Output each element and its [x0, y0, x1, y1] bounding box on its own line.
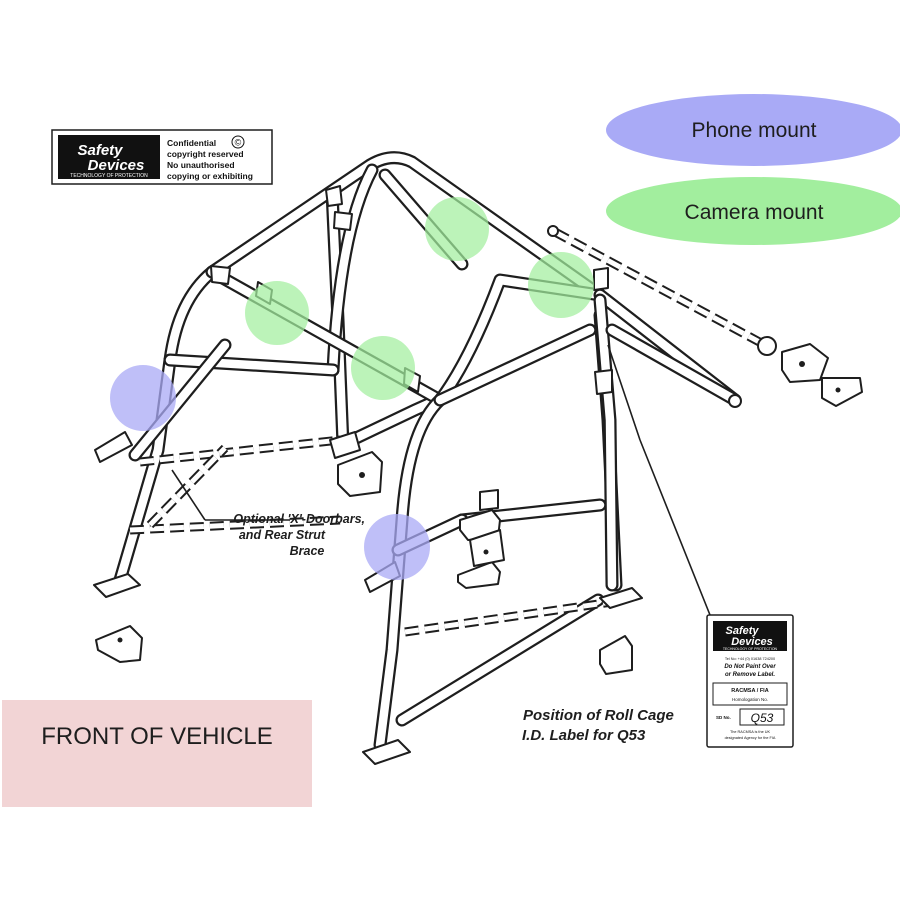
notice-line2: copyright reserved	[167, 149, 244, 159]
roll-cage-id-label: Safety Devices TECHNOLOGY OF PROTECTION …	[706, 614, 794, 748]
phone-mount-markers	[110, 365, 430, 580]
doorbars-line1: Optional 'X'-Doorbars,	[233, 512, 365, 526]
id-tel: Tel No: +44 (0) 01638 724200	[725, 657, 775, 661]
id-sd-ref: SD No.	[716, 715, 731, 720]
camera-mount-legend-swatch	[606, 177, 900, 245]
camera-mount-marker	[245, 281, 309, 345]
copyright-label: Safety Devices TECHNOLOGY OF PROTECTION …	[51, 129, 273, 185]
camera-mount-marker	[351, 336, 415, 400]
id-brand-tagline: TECHNOLOGY OF PROTECTION	[723, 647, 778, 651]
position-line1: Position of Roll Cage	[523, 707, 674, 724]
doorbars-line3: Brace	[290, 544, 325, 558]
id-label-leader	[639, 439, 713, 621]
id-footer-line2: designated Agency for the FIA	[725, 736, 776, 740]
front-of-vehicle-text: FRONT OF VEHICLE	[41, 723, 273, 750]
phone-mount-marker	[364, 514, 430, 580]
doorbars-leader	[171, 469, 206, 521]
position-line2: I.D. Label for Q53	[522, 727, 646, 744]
notice-line1: Confidential	[167, 138, 216, 148]
copyright-mark: ©	[235, 138, 242, 148]
doorbars-annotation: Optional 'X'-Doorbars, and Rear Strut Br…	[233, 512, 365, 558]
id-footer-line1: The RACMSA is the UK	[730, 730, 771, 734]
id-brand-line1: Safety	[725, 625, 759, 637]
copyright-icon	[231, 135, 245, 149]
camera-mount-marker	[528, 252, 594, 318]
legend: Phone mount Camera mount	[606, 94, 900, 245]
camera-mount-markers	[245, 197, 594, 400]
id-warning-line1: Do Not Paint Over	[724, 664, 776, 670]
id-warning-line2: or Remove Label.	[725, 672, 775, 678]
notice-line3: No unauthorised	[167, 160, 235, 170]
brand-line1: Safety	[77, 142, 123, 159]
id-code: Q53	[751, 711, 774, 725]
id-authority: RACMSA / FIA	[731, 688, 768, 694]
id-brand-line2: Devices	[731, 636, 773, 648]
brand-line2: Devices	[88, 157, 145, 174]
notice-line4: copying or exhibiting	[167, 171, 253, 181]
phone-mount-marker	[110, 365, 176, 431]
roll-cage-drawing	[93, 151, 863, 765]
phone-mount-legend-swatch	[606, 94, 900, 166]
brand-tagline: TECHNOLOGY OF PROTECTION	[70, 173, 148, 179]
id-label-leader-2	[607, 344, 641, 441]
id-homologation: Homologation No.	[732, 697, 768, 702]
front-of-vehicle-banner: FRONT OF VEHICLE	[2, 700, 312, 807]
rear-strut-brace	[547, 225, 777, 356]
camera-mount-legend-label: Camera mount	[685, 201, 824, 224]
doorbars-line2: and Rear Strut	[239, 528, 326, 542]
camera-mount-marker	[425, 197, 489, 261]
phone-mount-legend-label: Phone mount	[692, 119, 817, 142]
position-annotation: Position of Roll Cage I.D. Label for Q53	[522, 707, 674, 744]
